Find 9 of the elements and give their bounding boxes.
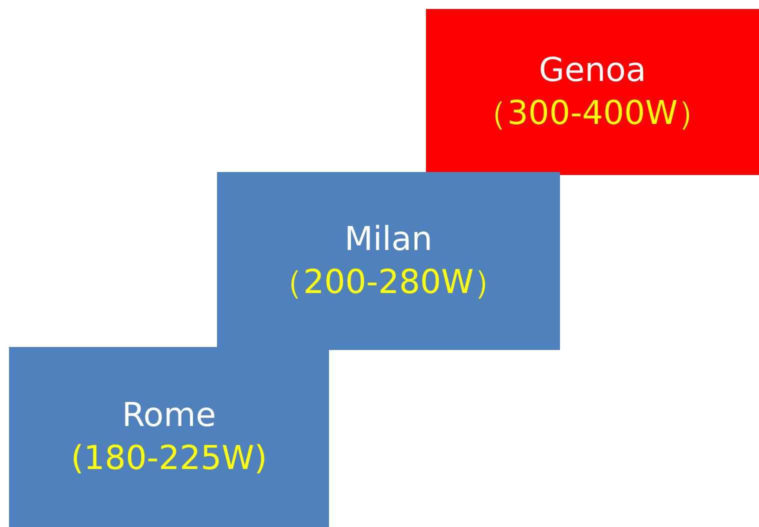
box-title: Genoa [538,49,646,92]
process-box [9,347,329,527]
box-title: Milan [344,218,432,260]
process-box [217,172,560,350]
power-range: （300-400W） [474,92,711,134]
process-box [426,9,759,175]
box-title: Rome [122,394,216,436]
power-range: （200-280W） [270,261,507,303]
power-range: (180-225W) [70,437,268,479]
